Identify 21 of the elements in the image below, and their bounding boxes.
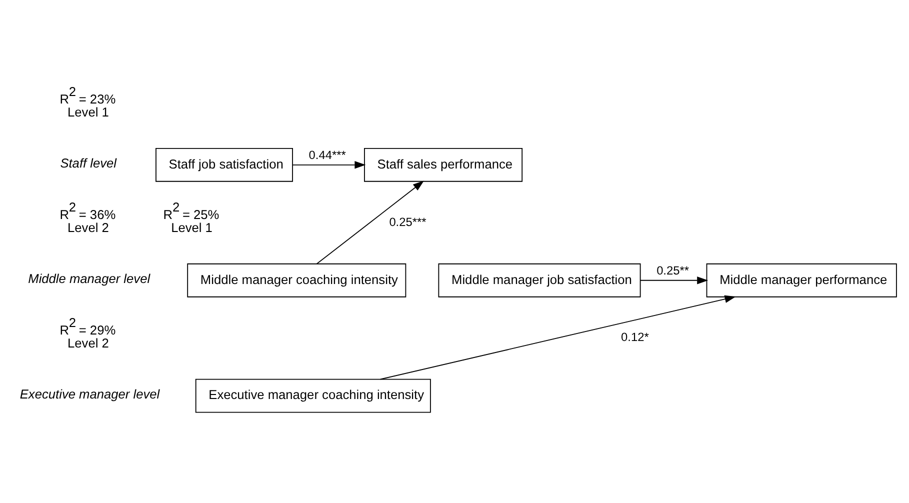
edge-label: 0.25*** bbox=[389, 214, 426, 229]
node-box: Middle manager coaching intensity bbox=[187, 263, 406, 298]
arrow bbox=[640, 276, 708, 284]
label: Middle manager level bbox=[28, 270, 150, 286]
label: Level 2 bbox=[68, 220, 109, 235]
label: Level 2 bbox=[68, 335, 109, 350]
arrow bbox=[380, 295, 736, 380]
node-box: Staff job satisfaction bbox=[156, 148, 293, 182]
node-box: Executive manager coaching intensity bbox=[195, 378, 431, 413]
arrow bbox=[292, 161, 366, 169]
edge-label: 0.44*** bbox=[308, 148, 346, 162]
label: Staff level bbox=[60, 155, 117, 170]
node-box: Middle manager performance bbox=[706, 263, 897, 298]
node-box: Staff sales performance bbox=[364, 148, 523, 182]
label: Level 1 bbox=[171, 220, 212, 235]
edge-label: 0.12* bbox=[621, 330, 649, 344]
label: Level 1 bbox=[68, 104, 109, 120]
node-box: Middle manager job satisfaction bbox=[438, 263, 641, 298]
arrow bbox=[316, 180, 424, 264]
label: Executive manager level bbox=[20, 386, 160, 402]
edge-label: 0.25** bbox=[656, 263, 690, 278]
